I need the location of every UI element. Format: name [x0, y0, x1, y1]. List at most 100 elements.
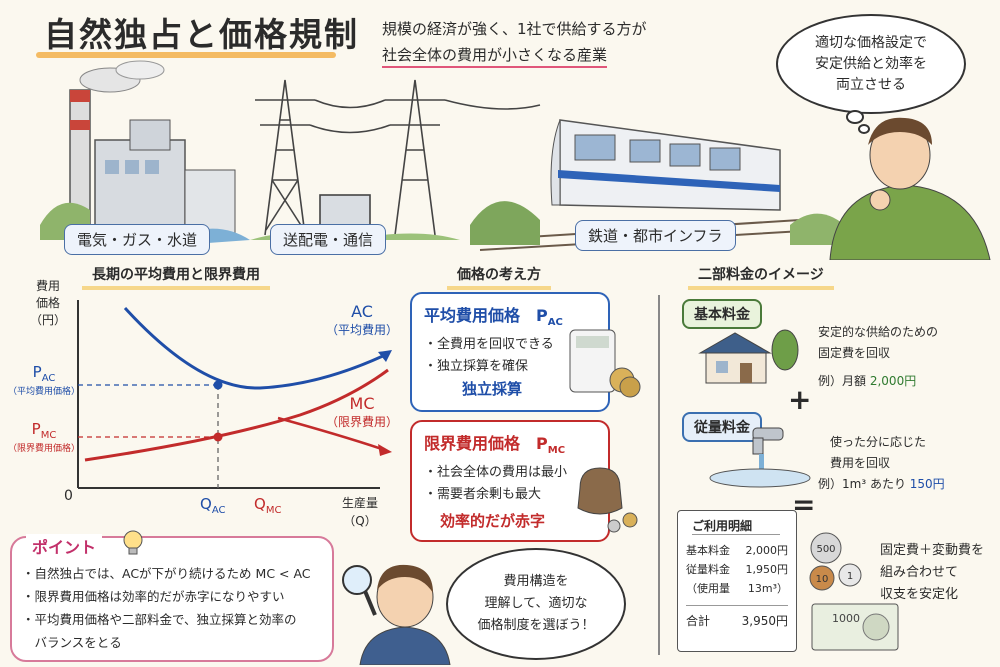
qmc-sub: MC: [265, 505, 282, 516]
house-icon: [698, 329, 799, 384]
faucet-icon: [709, 427, 811, 488]
ac-curve: [123, 306, 386, 390]
purse-icon: [577, 467, 638, 533]
subtitle-line2: 社会全体の費用が小さくなる産業: [382, 46, 608, 68]
bullet-item: ・社会全体の費用は最小: [424, 465, 568, 480]
receipt-row-label: （使用量: [686, 582, 730, 595]
thought-line: 両立させる: [836, 76, 906, 93]
point-item: ・限界費用価格は効率的だが赤字になりやすい: [22, 589, 285, 604]
thought-line: 適切な価格設定で: [815, 34, 927, 51]
desc-line: 固定費を回収: [818, 346, 891, 360]
boy-with-magnifier-icon: [342, 564, 451, 665]
y-label-line: 費用: [36, 279, 61, 293]
qmc-main: Q: [254, 495, 266, 513]
x-label-line: 生産量: [342, 496, 379, 510]
example-amount: 150円: [909, 477, 945, 491]
section-header-graph: 長期の平均費用と限界費用: [82, 262, 270, 290]
origin-label: 0: [64, 488, 73, 504]
ac-pricing-result: 独立採算: [462, 380, 523, 398]
mc-arrowhead: [378, 444, 392, 456]
thought-dot: [846, 110, 864, 124]
mc-pricing-title: 限界費用価格 PMC: [424, 430, 565, 456]
industry-label: 送配電・通信: [270, 224, 387, 255]
thought-line: 価格制度を選ぼう！: [477, 618, 595, 633]
train-icon: [470, 119, 850, 251]
industry-label: 電気・ガス・水道: [64, 224, 211, 255]
example-text: 例）1m³ あたり: [818, 477, 906, 491]
y-axis-label: 費用 価格 （円）: [30, 278, 66, 329]
basic-fee-desc: 安定的な供給のための 固定費を回収: [818, 322, 938, 364]
mc-name: MC: [349, 394, 375, 413]
mc-arrow: [277, 416, 386, 452]
example-text: 例）月額: [818, 374, 867, 388]
lightbulb-icon: [123, 530, 143, 555]
coin-label: 1: [847, 571, 853, 582]
x-axis-label: 生産量 （Q）: [342, 494, 378, 530]
mc-desc: （限界費用）: [326, 415, 399, 429]
thought-line: 理解して、適切な: [484, 596, 588, 611]
mc-pricing-symbol: P: [536, 434, 548, 453]
mc-label: MC （限界費用）: [326, 394, 398, 430]
pac-desc: （平均費用価格）: [8, 387, 81, 397]
bullet-item: ・全費用を回収できる: [424, 337, 554, 352]
thinking-man-icon: [829, 117, 991, 260]
receipt-total-value: 3,950円: [741, 614, 788, 628]
summary-line: 固定費＋変動費を: [880, 543, 985, 558]
ac-pricing-sub: AC: [547, 317, 563, 329]
power-plant-icon: [40, 60, 250, 245]
thought-bubble-top: 適切な価格設定で 安定供給と効率を 両立させる: [776, 14, 966, 114]
ac-pricing-symbol: P: [536, 306, 548, 325]
mc-pricing-sub: MC: [547, 445, 566, 457]
equals-sign: =: [792, 488, 816, 521]
receipt-row: 基本料金 2,000円: [686, 541, 788, 560]
bill-label: 1000: [832, 612, 860, 625]
receipt-row-label: 基本料金: [686, 544, 730, 557]
usage-fee-example: 例）1m³ あたり 150円: [818, 475, 945, 492]
pac-label: PAC （平均費用価格）: [8, 363, 80, 397]
pmc-sub: MC: [40, 430, 57, 441]
receipt-row-value: 1,950円: [745, 563, 789, 576]
point-item: バランスをとる: [22, 635, 122, 650]
section-header-pricing: 価格の考え方: [447, 262, 551, 290]
summary-line: 組み合わせて: [880, 565, 959, 580]
plus-sign: +: [788, 383, 812, 416]
banknote-icon: 1000: [811, 603, 899, 651]
basic-fee-example: 例）月額 2,000円: [818, 372, 916, 389]
mc-point: [213, 432, 223, 442]
basic-fee-tag: 基本料金: [682, 299, 762, 329]
ac-name: AC: [351, 302, 373, 321]
mc-pricing-title-text: 限界費用価格: [424, 434, 521, 453]
point-box: ポイント ・自然独占では、ACが下がり続けるため MC < AC ・限界費用価格…: [10, 534, 334, 662]
ac-pricing-title: 平均費用価格 PAC: [424, 302, 563, 328]
y-label-line: 価格: [36, 296, 61, 310]
ac-pricing-title-text: 平均費用価格: [424, 306, 521, 325]
receipt-row-value: 2,000円: [745, 544, 789, 557]
ac-point: [213, 380, 223, 390]
pac-main: P: [32, 363, 42, 381]
receipt-row: 従量料金 1,950円: [686, 560, 788, 579]
desc-line: 安定的な供給のための: [818, 325, 939, 339]
page-title: 自然独占と価格規制: [44, 15, 359, 54]
mc-pricing-bullets: ・社会全体の費用は最小 ・需要者余剰も最大: [424, 462, 567, 506]
cost-graph: [77, 300, 392, 489]
coin-label: 10: [816, 574, 829, 585]
pmc-main: P: [31, 420, 41, 438]
usage-fee-desc: 使った分に応じた 費用を回収: [830, 432, 926, 474]
thought-bubble-bottom: 費用構造を 理解して、適切な 価格制度を選ぼう！: [446, 548, 626, 660]
qac-sub: AC: [211, 505, 226, 516]
bullet-item: ・需要者余剰も最大: [424, 487, 542, 502]
thought-dot: [858, 124, 870, 134]
coins-icon: 500 10 1: [809, 532, 862, 591]
y-label-line: （円）: [30, 313, 67, 327]
receipt-row-label: 従量料金: [686, 563, 730, 576]
ac-arrowhead: [378, 350, 392, 362]
subtitle-line1: 規模の経済が強く、1社で供給する方が: [382, 20, 647, 38]
industry-label: 鉄道・都市インフラ: [575, 220, 736, 251]
section-header-twopart: 二部料金のイメージ: [688, 262, 834, 290]
calculator-icon: [569, 329, 641, 398]
receipt-title: ご利用明細: [692, 517, 780, 535]
pmc-desc: （限界費用価格）: [8, 444, 81, 454]
x-label-line: （Q）: [343, 514, 377, 528]
